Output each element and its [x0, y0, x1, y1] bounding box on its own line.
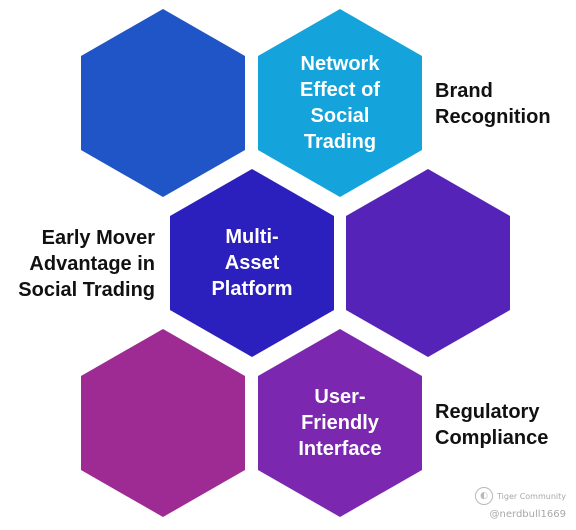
hex-label-user-friendly: User- Friendly Interface — [298, 386, 382, 460]
label-brand-recognition: Brand Recognition — [435, 80, 551, 128]
watermark-logo: ◐ Tiger Community — [474, 487, 566, 505]
hex-label-network-effect: Network Effect of Social Trading — [300, 53, 380, 153]
hexagon-blank-top-left — [81, 9, 245, 197]
hexagon-user-friendly — [258, 329, 422, 517]
label-regulatory-compliance: Regulatory Compliance — [435, 401, 549, 449]
watermark-handle: @nerdbull1669 — [489, 509, 566, 520]
hexagon-blank-bottom-left — [81, 329, 245, 517]
watermark: ◐ Tiger Community @nerdbull1669 — [474, 487, 566, 520]
hex-label-multi-asset: Multi- Asset Platform — [211, 226, 293, 300]
hexagon-blank-middle-right — [346, 169, 510, 357]
watermark-brand: Tiger Community — [497, 491, 566, 501]
label-early-mover: Early Mover Advantage in Social Trading — [18, 227, 155, 301]
tiger-logo-icon: ◐ — [475, 487, 493, 505]
hexagon-network-effect — [258, 9, 422, 197]
hexagon-multi-asset — [170, 169, 334, 357]
